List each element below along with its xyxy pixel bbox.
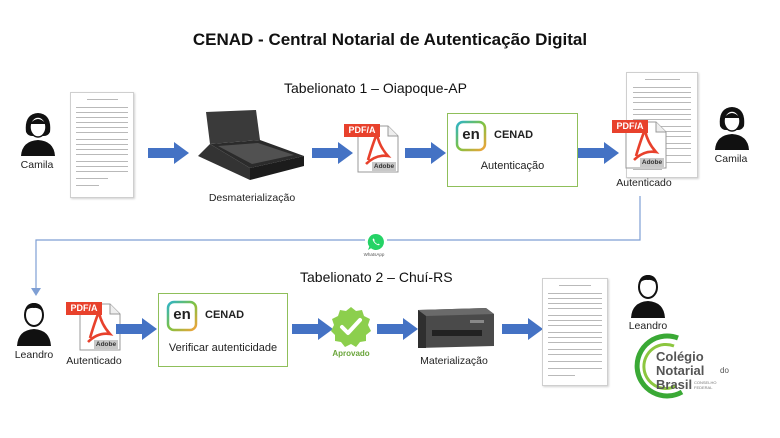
adobe-label: Adobe xyxy=(95,341,117,348)
brand-line-3: Brasil xyxy=(656,377,693,392)
cenad-logo-text: en xyxy=(173,306,191,323)
pdf-file-icon: PDF/A Adobe xyxy=(344,124,400,174)
adobe-label: Adobe xyxy=(373,163,395,170)
flow-arrow xyxy=(312,141,354,165)
authenticated-label: Autenticado xyxy=(616,177,672,189)
pdf-badge: PDF/A xyxy=(66,302,102,315)
whatsapp-caption: WhatsApp xyxy=(363,252,385,257)
scanner-label: Desmaterialização xyxy=(208,192,296,204)
flow-arrow xyxy=(116,317,158,341)
brand-line-2: Notarial xyxy=(656,363,705,378)
cenad-name: CENAD xyxy=(205,309,245,321)
cenad-action-label: Verificar autenticidade xyxy=(168,342,278,354)
flow-arrow xyxy=(377,317,419,341)
printer-label: Materialização xyxy=(420,355,488,367)
person-camila-label: Camila xyxy=(714,153,748,165)
whatsapp-icon xyxy=(365,233,387,251)
colegio-notarial-logo: Colégio Notarial do Brasil CONSELHO FEDE… xyxy=(634,330,748,400)
approved-check-icon xyxy=(330,306,372,348)
cenad-action-label: Autenticação xyxy=(480,160,545,172)
person-leandro-icon xyxy=(628,272,668,318)
person-leandro-label: Leandro xyxy=(14,349,54,361)
cenad-authentication-box: en CENAD Autenticação xyxy=(447,113,578,187)
person-camila-icon xyxy=(712,104,752,150)
printer-icon xyxy=(410,300,498,352)
adobe-label: Adobe xyxy=(641,159,663,166)
pdf-file-icon: PDF/A Adobe xyxy=(612,120,668,170)
person-camila-icon xyxy=(18,110,58,156)
authenticated-label: Autenticado xyxy=(66,355,122,367)
cenad-name: CENAD xyxy=(494,129,534,141)
cenad-logo-icon: en xyxy=(166,300,198,332)
person-camila-label: Camila xyxy=(20,159,54,171)
page-title: CENAD - Central Notarial de Autenticação… xyxy=(192,30,588,49)
printed-document-icon xyxy=(542,278,608,386)
paper-document-icon xyxy=(70,92,134,198)
flow-arrow xyxy=(148,141,190,165)
pdf-badge: PDF/A xyxy=(344,124,380,137)
flow-arrow xyxy=(292,317,334,341)
person-leandro-label: Leandro xyxy=(628,320,668,332)
brand-tag: CONSELHO FEDERAL xyxy=(694,380,717,390)
brand-line-2-suffix: do xyxy=(720,366,729,375)
pdf-badge: PDF/A xyxy=(612,120,648,133)
cenad-logo-text: en xyxy=(462,126,480,143)
office-1-heading: Tabelionato 1 – Oiapoque-AP xyxy=(284,80,467,96)
scanner-icon xyxy=(196,110,306,184)
brand-line-1: Colégio xyxy=(656,349,704,364)
pdf-file-icon: PDF/A Adobe xyxy=(66,302,122,352)
cenad-verification-box: en CENAD Verificar autenticidade xyxy=(158,293,288,367)
person-leandro-icon xyxy=(14,300,54,346)
cenad-logo-icon: en xyxy=(455,120,487,152)
office-2-heading: Tabelionato 2 – Chuí-RS xyxy=(300,269,453,285)
flow-arrow xyxy=(405,141,447,165)
flow-arrow xyxy=(578,141,620,165)
approved-label: Aprovado xyxy=(332,349,370,358)
flow-arrow xyxy=(502,317,544,341)
connector-line xyxy=(31,196,641,296)
